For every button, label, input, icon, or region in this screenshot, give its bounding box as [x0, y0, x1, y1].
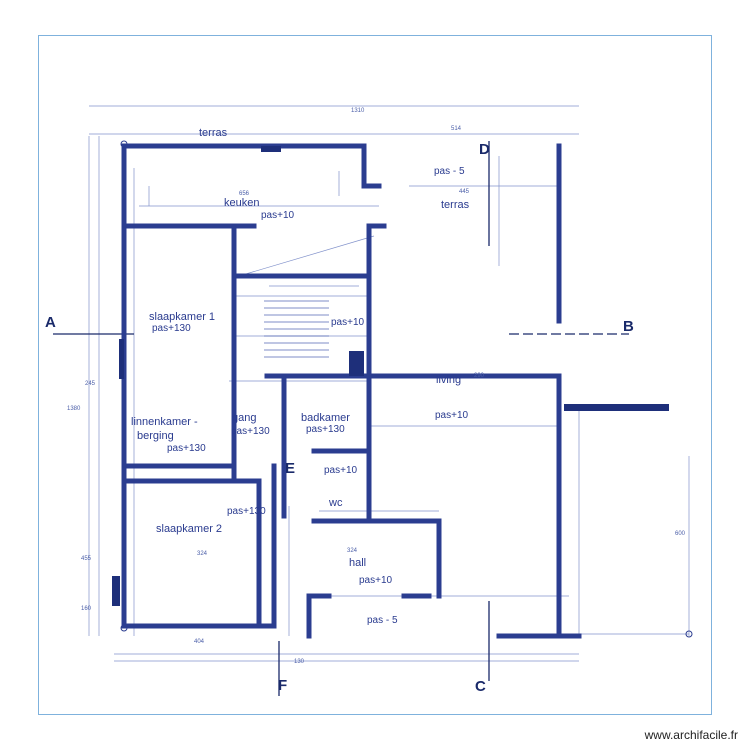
- section-marker-a: A: [45, 314, 56, 331]
- level-badkamer: pas+130: [306, 424, 345, 435]
- dim-slaapkamer2-324: 324: [197, 551, 208, 557]
- section-marker-e: E: [285, 460, 296, 477]
- dim-right-600: 600: [675, 531, 686, 537]
- level-hall: pas+10: [359, 575, 393, 586]
- dim-left-455: 455: [81, 556, 92, 562]
- dim-left-160: 160: [81, 606, 92, 612]
- dim-hall-324: 324: [347, 548, 358, 554]
- room-label-wc: wc: [329, 497, 343, 509]
- room-label-gang: gang: [232, 412, 257, 424]
- level-pas-bottom: pas - 5: [367, 615, 398, 626]
- level-wc: pas+10: [324, 465, 358, 476]
- section-marker-d: D: [479, 141, 490, 158]
- room-label-hall: hall: [349, 557, 367, 569]
- level-pas-top-right: pas - 5: [434, 166, 465, 177]
- dim-left-245: 245: [85, 381, 96, 387]
- level-keuken: pas+10: [261, 210, 295, 221]
- dim-living-290: 290: [474, 373, 485, 379]
- dim-left-total: 1380: [67, 406, 81, 412]
- room-label-linnenkamer: linnenkamer -: [131, 416, 198, 428]
- section-marker-b: B: [623, 318, 634, 335]
- section-marker-f: F: [278, 677, 288, 694]
- room-label-slaapkamer-1: slaapkamer 1: [149, 311, 216, 323]
- dim-bottom-404: 404: [194, 639, 205, 645]
- dim-top-total: 1310: [351, 108, 365, 114]
- drawing-frame: terras keuken pas+10 slaapkamer 1 pas+13…: [38, 35, 712, 715]
- level-stair: pas+10: [331, 317, 365, 328]
- section-marker-c: C: [475, 678, 486, 695]
- room-label-terras-right: terras: [441, 199, 470, 211]
- room-label-berging: berging: [137, 430, 174, 442]
- level-slaapkamer-2: pas+130: [227, 506, 266, 517]
- level-living: pas+10: [435, 410, 469, 421]
- room-label-living: living: [436, 374, 462, 386]
- floor-plan: [53, 105, 693, 696]
- room-label-slaapkamer-2: slaapkamer 2: [156, 523, 223, 535]
- dim-living-445: 445: [459, 189, 470, 195]
- dim-top-right: 514: [451, 126, 462, 132]
- dim-bottom-130: 130: [294, 659, 305, 665]
- room-label-terras: terras: [199, 127, 228, 139]
- level-gang: pas+130: [231, 426, 270, 437]
- room-label-keuken: keuken: [224, 197, 260, 209]
- room-label-badkamer: badkamer: [301, 412, 350, 424]
- archifacile-watermark: www.archifacile.fr: [644, 728, 738, 742]
- level-linnenkamer: pas+130: [167, 443, 206, 454]
- level-slaapkamer-1: pas+130: [152, 323, 191, 334]
- dim-keuken-width: 656: [239, 191, 250, 197]
